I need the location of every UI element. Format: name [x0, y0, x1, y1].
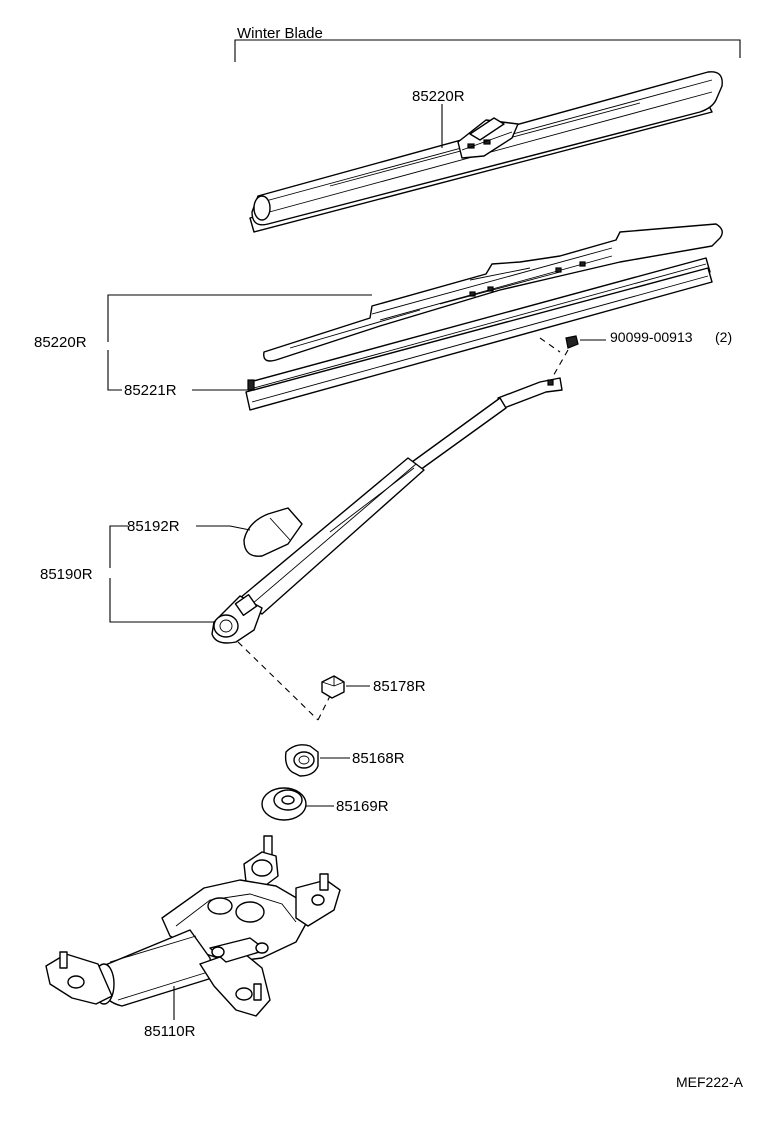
- assembly-axis-line: [237, 641, 319, 721]
- part-cap: 85168R: [352, 750, 405, 767]
- winter-blade-bracket: Winter Blade: [234, 25, 741, 62]
- part-grommet: 85169R: [336, 798, 389, 815]
- blade-rubber-drawing: [245, 257, 713, 411]
- part-nut: 85178R: [373, 678, 426, 695]
- wiper-blade-drawing: [263, 223, 723, 362]
- label-screw: 90099-00913 (2): [610, 329, 732, 345]
- label-85221R: 85221R: [124, 382, 250, 399]
- label-85168R: 85168R: [320, 750, 405, 767]
- wiper-arm-drawing: [211, 377, 563, 644]
- part-motor: 85110R: [144, 1023, 196, 1040]
- label-85190R: 85190R: [40, 525, 214, 623]
- label-85220R-winter: 85220R: [412, 88, 465, 148]
- head-cover-drawing: [243, 507, 303, 557]
- diagram-code: MEF222-A: [676, 1074, 744, 1090]
- winter-blade-label: Winter Blade: [237, 25, 323, 42]
- nut-drawing: [321, 675, 345, 699]
- cap-drawing: [284, 744, 319, 777]
- label-85192R: 85192R: [127, 518, 251, 535]
- part-blade-assembly: 85220R: [34, 334, 87, 351]
- winter-blade-drawing: [249, 71, 723, 233]
- part-head-cover: 85192R: [127, 518, 180, 535]
- label-85178R: 85178R: [346, 678, 426, 695]
- screw-drawing: [539, 335, 606, 379]
- wiper-motor-drawing: [45, 835, 341, 1017]
- part-blade-rubber: 85221R: [124, 382, 177, 399]
- label-85169R: 85169R: [306, 798, 389, 815]
- part-screw-qty: (2): [715, 329, 732, 345]
- label-85220R-bracket: 85220R: [34, 294, 372, 391]
- part-winter-blade: 85220R: [412, 88, 465, 105]
- part-screw: 90099-00913: [610, 329, 693, 345]
- label-85110R: 85110R: [144, 986, 196, 1040]
- grommet-drawing: [261, 787, 307, 821]
- part-arm: 85190R: [40, 566, 93, 583]
